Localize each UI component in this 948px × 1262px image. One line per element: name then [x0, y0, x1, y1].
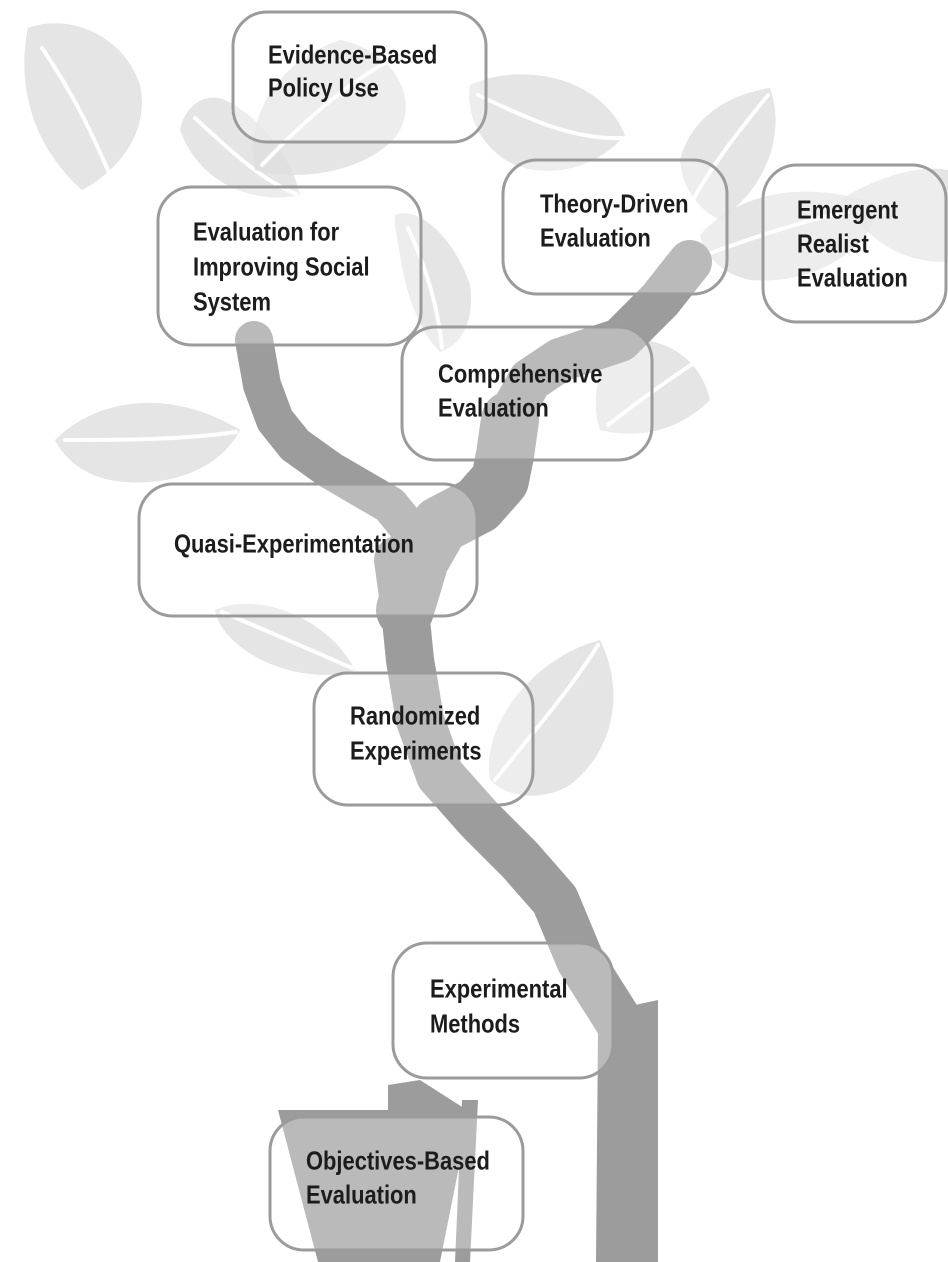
node-box — [268, 1115, 525, 1252]
leaf-top-left — [24, 23, 142, 190]
leaf-near-randomized — [488, 640, 614, 796]
node-box — [391, 941, 615, 1080]
node-label-line: Evidence-Based — [268, 41, 437, 70]
node-label-line: Randomized — [350, 702, 480, 731]
node-label-line: Methods — [430, 1010, 520, 1039]
node-label-line: Experimental — [430, 975, 568, 1004]
leaf-left-middle — [55, 402, 240, 483]
node-label-line: Evaluation — [540, 224, 651, 253]
node-label-line: System — [193, 288, 271, 317]
node-label-line: Evaluation — [797, 264, 908, 293]
node-box — [400, 325, 654, 462]
node-label-line: Emergent — [797, 196, 898, 225]
node-quasi-experimentation: Quasi-Experimentation — [137, 482, 479, 618]
node-label-line: Realist — [797, 230, 869, 259]
node-label-line: Experiments — [350, 737, 482, 766]
leaves — [24, 23, 948, 796]
node-label-line: Objectives-Based — [306, 1147, 490, 1176]
node-label-line: Evaluation — [438, 394, 549, 423]
leaf-below-quasi — [215, 603, 355, 675]
node-label-line: Evaluation — [306, 1181, 417, 1210]
node-box — [312, 671, 535, 807]
tree-trunk — [235, 240, 712, 1262]
node-label-line: Quasi-Experimentation — [174, 530, 414, 559]
node-label-line: Policy Use — [268, 74, 379, 103]
node-box — [231, 10, 488, 144]
node-box — [501, 158, 729, 296]
node-label-line: Comprehensive — [438, 360, 602, 389]
leaf-top-right — [680, 88, 776, 220]
leaf-right-edge — [840, 168, 948, 262]
node-box — [137, 482, 479, 618]
node-label-line: Theory-Driven — [540, 190, 689, 219]
node-label-line: Improving Social — [193, 253, 370, 282]
node-box — [761, 163, 948, 324]
node-label-line: Evaluation for — [193, 218, 339, 247]
node-box — [156, 185, 423, 347]
leaf-center — [394, 213, 472, 352]
leaf-top-center — [469, 74, 625, 171]
